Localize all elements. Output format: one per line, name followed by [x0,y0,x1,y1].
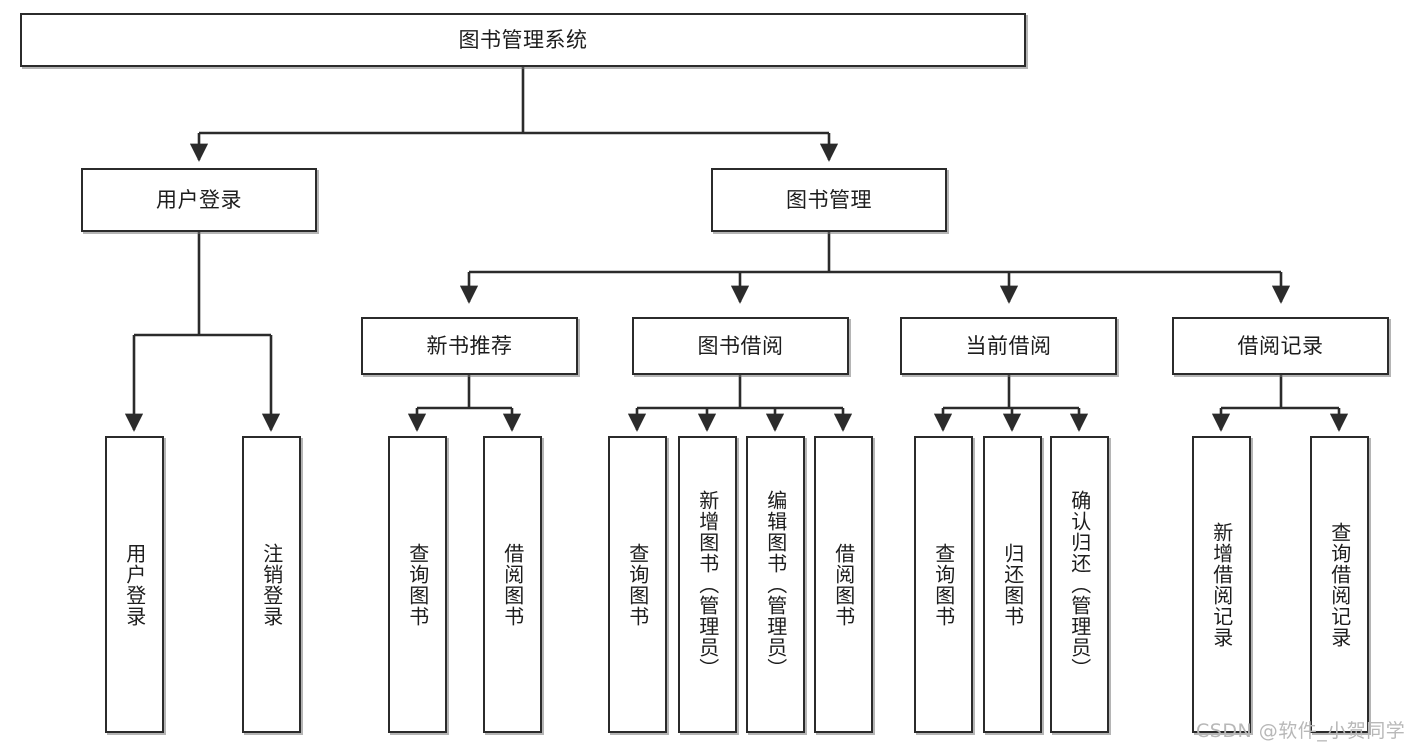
node-leaf-rec-query2[interactable]: 查询借阅记录 [1310,436,1369,733]
node-leaf-cur-query[interactable]: 查询图书 [914,436,973,733]
node-book-manage[interactable]: 图书管理 [711,168,947,232]
node-leaf-cur-return-label: 归还图书 [1000,542,1025,627]
node-borrow-record[interactable]: 借阅记录 [1172,317,1389,375]
node-leaf-cur-confirm[interactable]: 确认归还（管理员） [1050,436,1109,733]
node-leaf-borrow-add[interactable]: 新增图书（管理员） [678,436,737,733]
node-leaf-rec-add[interactable]: 新增借阅记录 [1192,436,1251,733]
node-book-borrow[interactable]: 图书借阅 [632,317,849,375]
node-leaf-borrow-lend[interactable]: 借阅图书 [814,436,873,733]
node-leaf-logout-label: 注销登录 [259,542,284,627]
node-leaf-cur-confirm-label: 确认归还（管理员） [1067,490,1092,679]
node-root[interactable]: 图书管理系统 [20,13,1026,67]
csdn-watermark: CSDN @软件_小贺同学 [1196,720,1405,742]
node-book-manage-label: 图书管理 [786,187,872,212]
node-leaf-user-login-label: 用户登录 [122,542,147,627]
node-leaf-rec-query2-label: 查询借阅记录 [1327,521,1352,648]
node-root-label: 图书管理系统 [458,27,588,52]
node-leaf-cur-query-label: 查询图书 [931,542,956,627]
node-leaf-borrow-query[interactable]: 查询图书 [608,436,667,733]
node-leaf-borrow-edit[interactable]: 编辑图书（管理员） [746,436,805,733]
node-leaf-user-login[interactable]: 用户登录 [105,436,164,733]
node-user-login-label: 用户登录 [156,187,242,212]
node-current-borrow[interactable]: 当前借阅 [900,317,1117,375]
node-leaf-rec-query[interactable]: 查询图书 [388,436,447,733]
node-book-borrow-label: 图书借阅 [697,333,784,358]
node-leaf-rec-borrow[interactable]: 借阅图书 [483,436,542,733]
node-user-login[interactable]: 用户登录 [81,168,317,232]
node-leaf-borrow-query-label: 查询图书 [625,542,650,627]
node-leaf-rec-borrow-label: 借阅图书 [500,542,525,627]
node-leaf-rec-add-label: 新增借阅记录 [1209,521,1234,648]
node-new-book-rec[interactable]: 新书推荐 [361,317,578,375]
node-current-borrow-label: 当前借阅 [965,333,1052,358]
node-new-book-rec-label: 新书推荐 [426,333,513,358]
node-leaf-logout[interactable]: 注销登录 [242,436,301,733]
node-leaf-cur-return[interactable]: 归还图书 [983,436,1042,733]
node-borrow-record-label: 借阅记录 [1237,333,1324,358]
node-leaf-borrow-lend-label: 借阅图书 [831,542,856,627]
node-leaf-borrow-add-label: 新增图书（管理员） [695,490,720,679]
node-leaf-borrow-edit-label: 编辑图书（管理员） [763,490,788,679]
node-leaf-rec-query-label: 查询图书 [405,542,430,627]
